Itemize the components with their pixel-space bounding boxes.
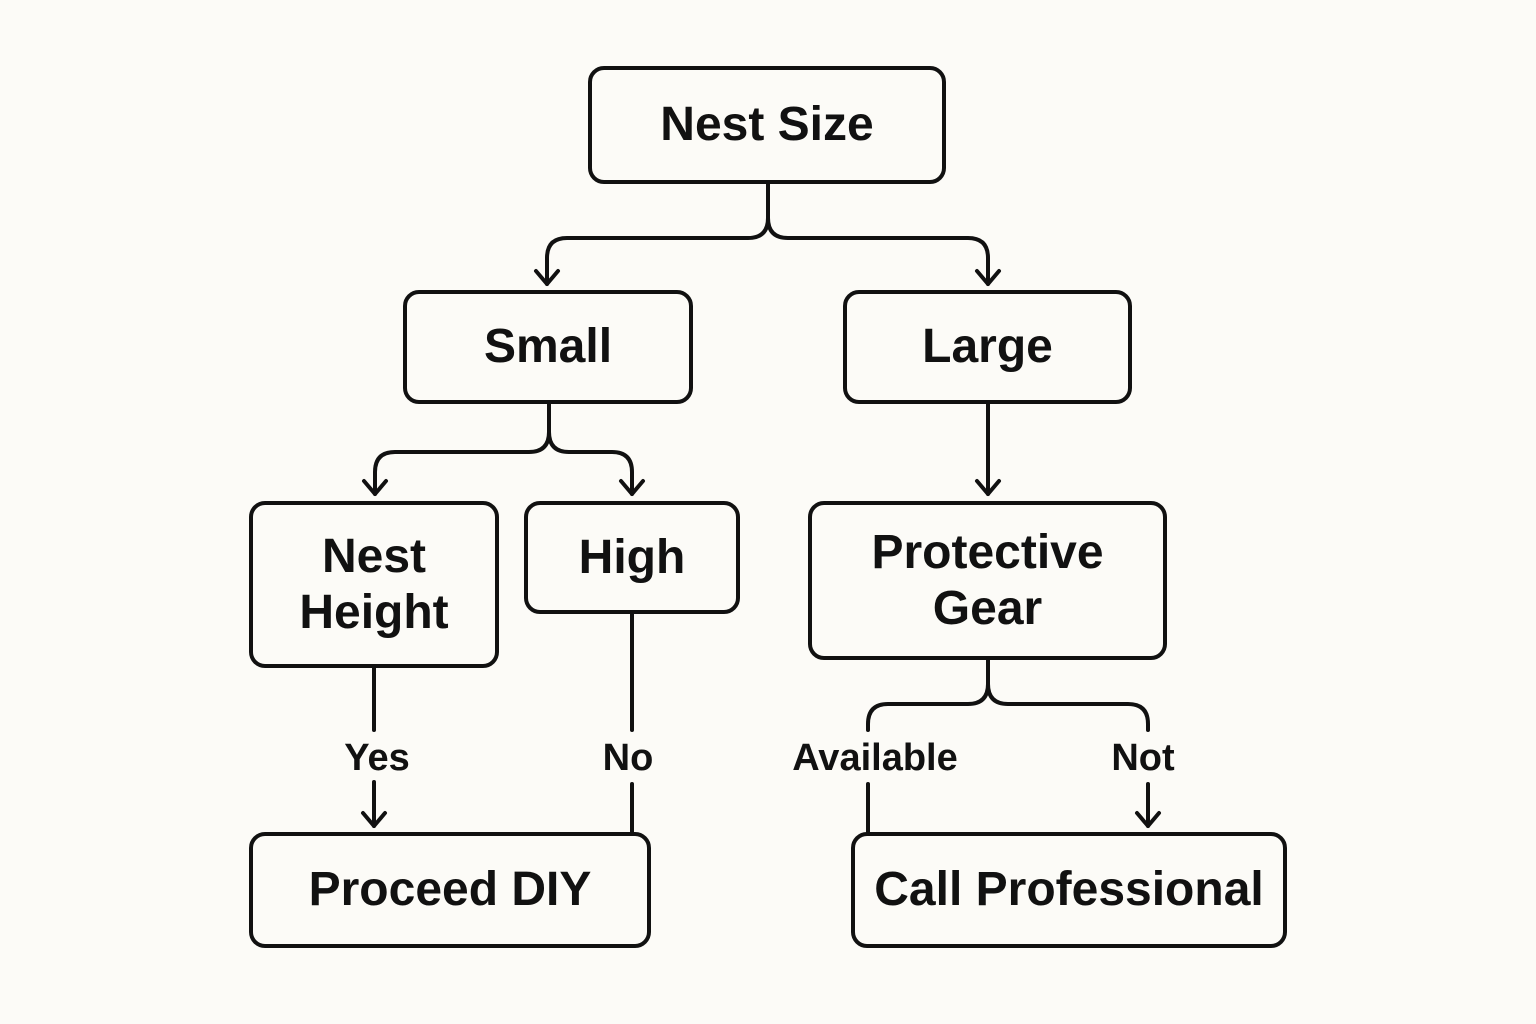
- edge-label-not: Not: [1111, 737, 1175, 779]
- arrowhead-protective-gear: [975, 479, 1001, 496]
- node-large-label: Large: [922, 320, 1053, 373]
- node-call-professional: Call Professional: [851, 832, 1287, 948]
- edge-label-no: No: [602, 737, 654, 779]
- node-protective-gear-label-line1: Protective: [871, 525, 1104, 579]
- connector-small-to-nest-height: [373, 402, 551, 496]
- node-nest-size-label: Nest Size: [660, 98, 874, 151]
- connector-protective-gear-split: [866, 658, 990, 732]
- connector-nest-size-to-small: [545, 182, 770, 286]
- arrowhead-high: [619, 479, 645, 496]
- node-nest-height-label-line2: Height: [299, 585, 449, 639]
- arrowhead-small: [534, 269, 560, 286]
- node-nest-height: Nest Height: [249, 501, 499, 668]
- arrowhead-call-professional: [1135, 811, 1161, 828]
- node-high: High: [524, 501, 740, 614]
- connector-nest-size-to-large: [766, 216, 990, 286]
- node-proceed-diy: Proceed DIY: [249, 832, 651, 948]
- node-call-professional-label: Call Professional: [874, 863, 1264, 916]
- node-small: Small: [403, 290, 693, 404]
- edge-label-available: Available: [792, 737, 958, 779]
- arrowhead-large: [975, 269, 1001, 286]
- node-nest-size: Nest Size: [588, 66, 946, 184]
- arrowhead-proceed-diy: [361, 811, 387, 828]
- node-proceed-diy-label: Proceed DIY: [308, 863, 592, 916]
- connector-small-to-high: [547, 430, 634, 496]
- node-protective-gear: Protective Gear: [808, 501, 1167, 660]
- connector-protective-gear-split-right: [986, 682, 1150, 732]
- node-nest-height-label-line1: Nest: [321, 529, 427, 583]
- node-high-label: High: [578, 530, 686, 584]
- edge-label-yes: Yes: [344, 737, 410, 779]
- node-protective-gear-label-line2: Gear: [932, 581, 1043, 635]
- arrowhead-nest-height: [362, 479, 388, 496]
- node-large: Large: [843, 290, 1132, 404]
- node-small-label: Small: [483, 320, 613, 373]
